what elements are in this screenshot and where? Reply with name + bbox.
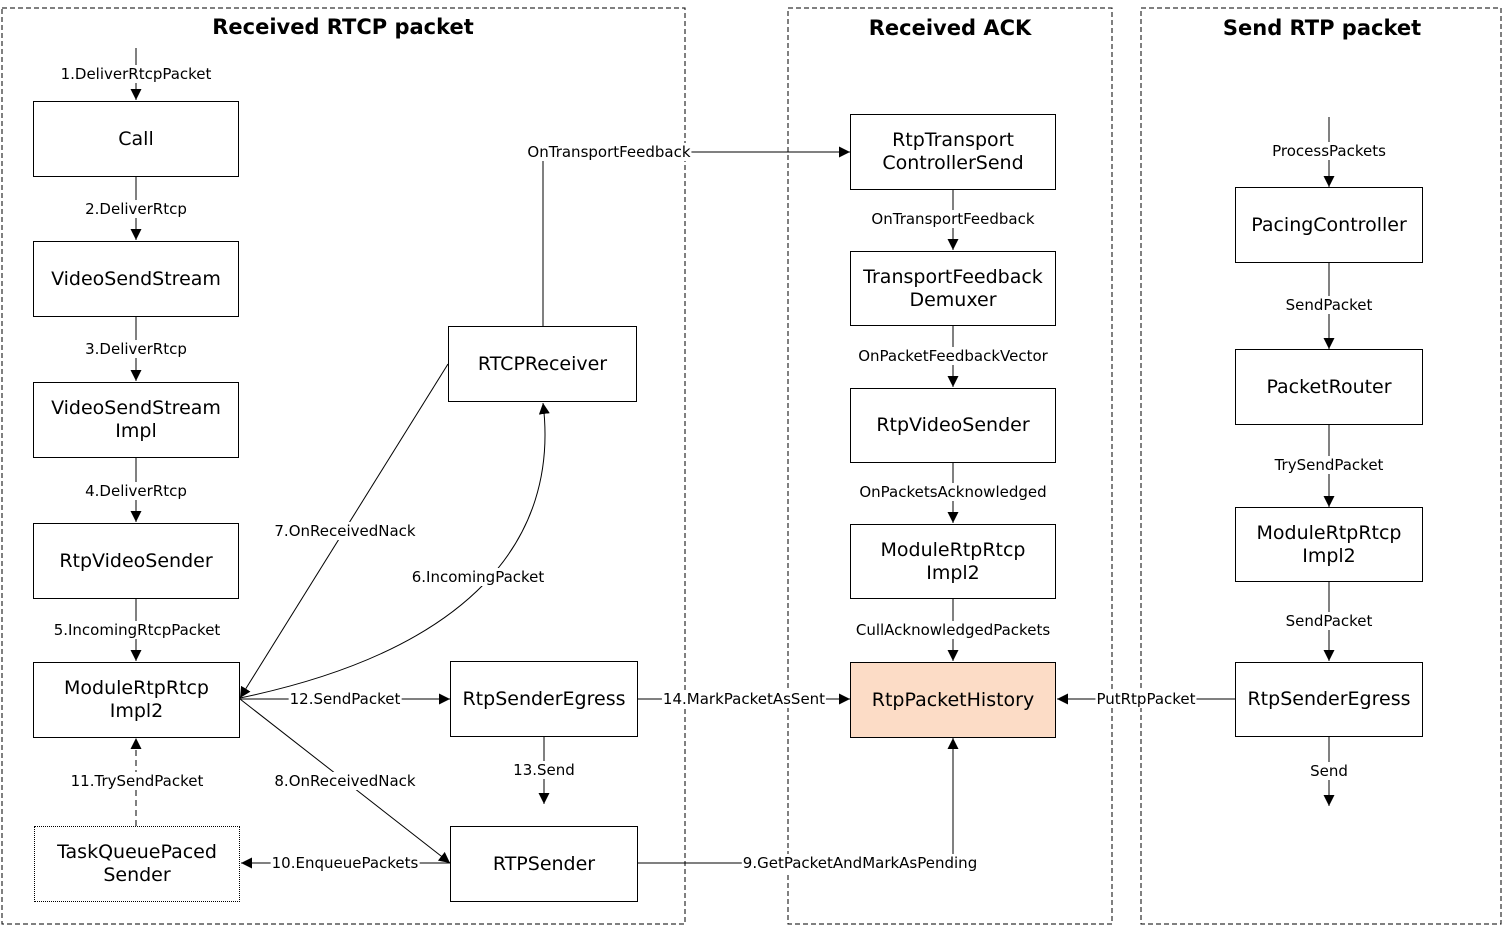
label-mark-packet-as-sent: 14.MarkPacketAsSent <box>661 690 827 708</box>
label-deliver-rtcp-packet: 1.DeliverRtcpPacket <box>59 65 213 83</box>
node-rtp-video-sender-left: RtpVideoSender <box>33 523 239 599</box>
node-call: Call <box>33 101 239 177</box>
node-video-send-stream-impl: VideoSendStream Impl <box>33 382 239 458</box>
node-rtp-sender-egress-mid: RtpSenderEgress <box>450 661 638 737</box>
node-module-rtp-rtcp-left: ModuleRtpRtcp Impl2 <box>33 662 240 738</box>
panel-rtp-frame <box>1140 7 1502 925</box>
node-rtp-packet-history: RtpPacketHistory <box>850 662 1056 738</box>
label-try-send-packet-11: 11.TrySendPacket <box>69 772 205 790</box>
label-cull-acknowledged-packets: CullAcknowledgedPackets <box>854 621 1052 639</box>
node-task-queue-paced-sender: TaskQueuePaced Sender <box>34 826 240 902</box>
label-incoming-packet: 6.IncomingPacket <box>410 568 546 586</box>
label-on-packet-feedback-vector: OnPacketFeedbackVector <box>857 347 1049 365</box>
label-deliver-rtcp-3: 3.DeliverRtcp <box>84 340 188 358</box>
label-process-packets: ProcessPackets <box>1271 142 1387 160</box>
node-rtp-transport-controller-send: RtpTransport ControllerSend <box>850 114 1056 190</box>
node-rtp-sender: RTPSender <box>450 826 638 902</box>
label-on-transport-feedback-top: OnTransportFeedback <box>526 143 692 161</box>
label-enqueue-packets: 10.EnqueuePackets <box>270 854 420 872</box>
label-deliver-rtcp-2: 2.DeliverRtcp <box>84 200 188 218</box>
panel-title-rtp: Send RTP packet <box>1222 16 1422 40</box>
node-pacing-controller: PacingController <box>1235 187 1423 263</box>
node-module-rtp-rtcp-ack: ModuleRtpRtcp Impl2 <box>850 524 1056 599</box>
label-on-received-nack-7: 7.OnReceivedNack <box>273 522 417 540</box>
panel-title-rtcp: Received RTCP packet <box>212 15 474 39</box>
node-rtp-video-sender-ack: RtpVideoSender <box>850 388 1056 463</box>
panel-title-ack: Received ACK <box>868 16 1032 40</box>
node-module-rtp-rtcp-right: ModuleRtpRtcp Impl2 <box>1235 507 1423 582</box>
label-on-packets-acknowledged: OnPacketsAcknowledged <box>858 483 1048 501</box>
label-deliver-rtcp-4: 4.DeliverRtcp <box>84 482 188 500</box>
label-on-transport-feedback-ack: OnTransportFeedback <box>870 210 1036 228</box>
label-send-packet-a: SendPacket <box>1284 296 1374 314</box>
label-try-send-packet: TrySendPacket <box>1273 456 1385 474</box>
node-transport-feedback-demuxer: TransportFeedback Demuxer <box>850 251 1056 326</box>
panel-rtcp-frame <box>1 7 686 925</box>
node-packet-router: PacketRouter <box>1235 349 1423 425</box>
node-rtp-sender-egress-right: RtpSenderEgress <box>1235 662 1423 737</box>
edge-incoming-packet <box>239 402 550 699</box>
label-get-packet-and-mark: 9.GetPacketAndMarkAsPending <box>741 854 979 872</box>
node-video-send-stream: VideoSendStream <box>33 241 239 317</box>
label-incoming-rtcp-packet: 5.IncomingRtcpPacket <box>52 621 222 639</box>
label-send-packet-b: SendPacket <box>1284 612 1374 630</box>
label-send-13: 13.Send <box>512 761 576 779</box>
panel-ack-frame <box>787 7 1113 925</box>
label-send-right: Send <box>1309 762 1349 780</box>
label-put-rtp-packet: PutRtpPacket <box>1095 690 1197 708</box>
node-rtcp-receiver: RTCPReceiver <box>448 326 637 402</box>
label-send-packet-12: 12.SendPacket <box>288 690 402 708</box>
edge-on-transport-feedback-top <box>542 146 850 326</box>
label-on-received-nack-8: 8.OnReceivedNack <box>273 772 417 790</box>
